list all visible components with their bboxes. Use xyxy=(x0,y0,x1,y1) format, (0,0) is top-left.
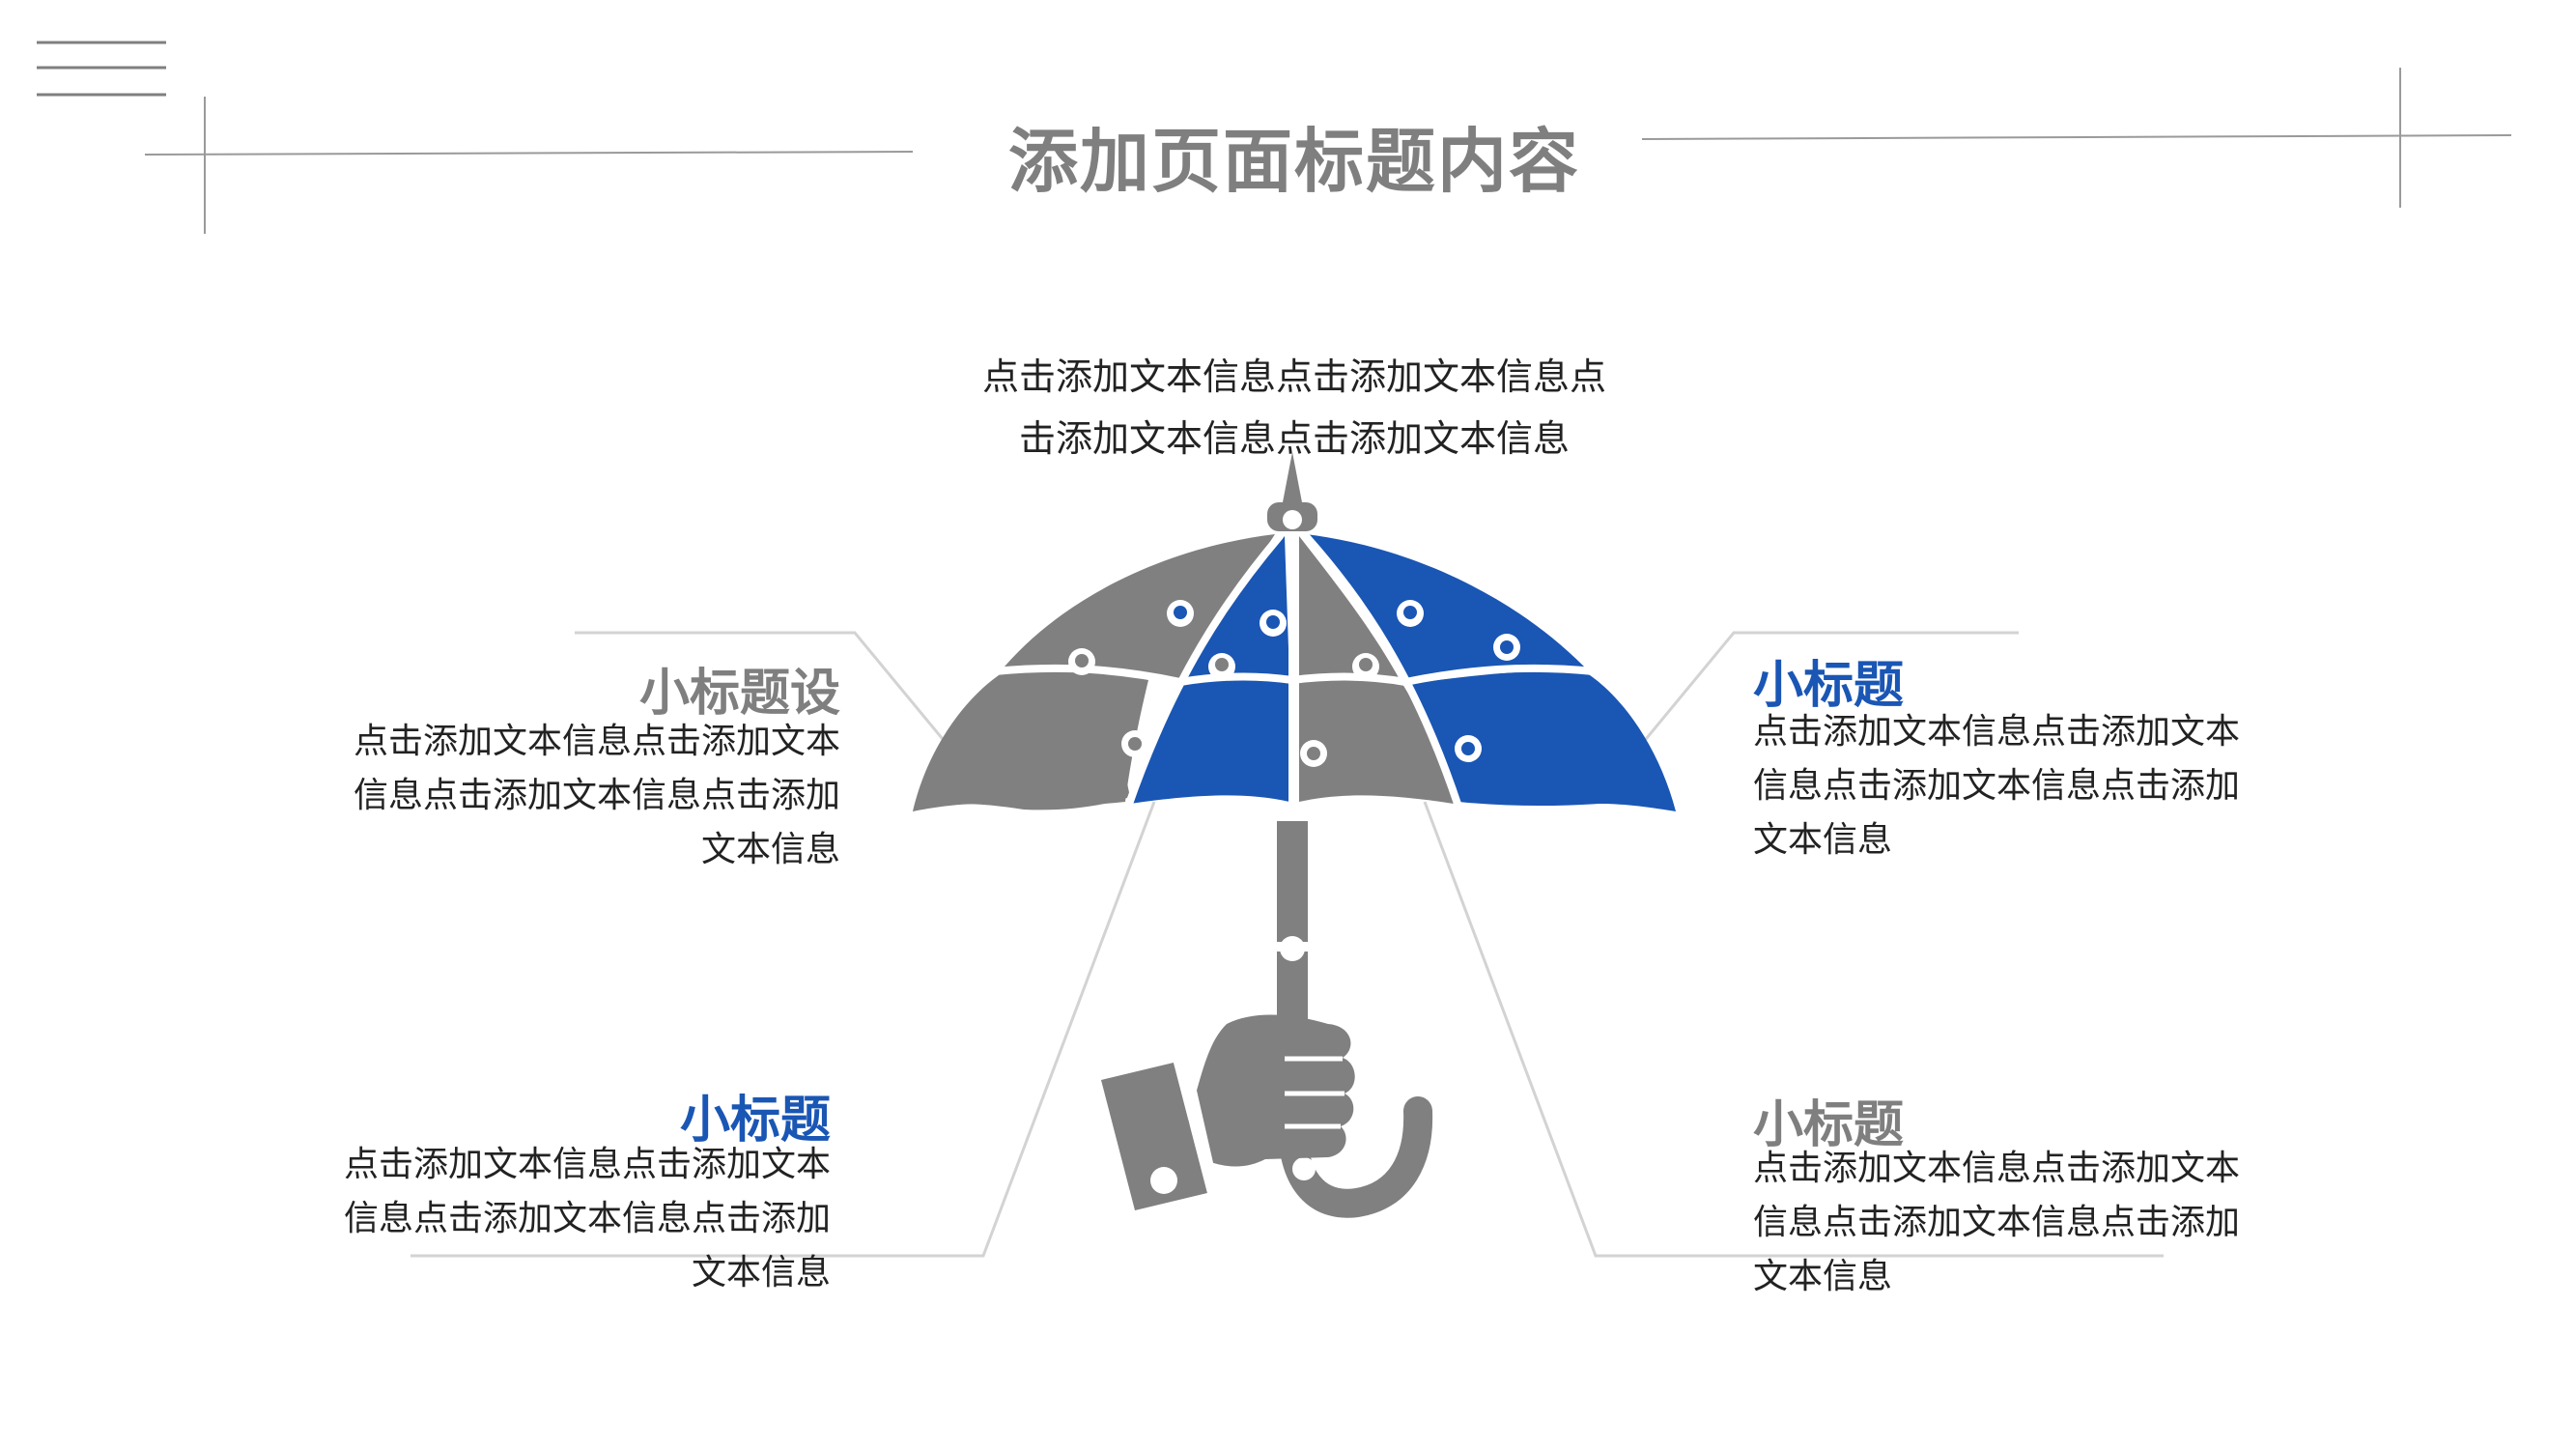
description-top-right-line-3: 文本信息 xyxy=(1753,820,1893,860)
leader-line-bottom-right xyxy=(1423,801,2164,1258)
description-top-right: 点击添加文本信息点击添加文本 信息点击添加文本信息点击添加 文本信息 xyxy=(1753,705,2294,867)
subtitle-top-right: 小标题 xyxy=(1753,657,1905,715)
leader-line-top-left xyxy=(575,631,948,745)
menu-lines-icon xyxy=(37,41,166,97)
description-bottom-right-line-3: 文本信息 xyxy=(1753,1257,1893,1296)
top-description-line-2: 击添加文本信息点击添加文本信息 xyxy=(1018,417,1570,460)
description-bottom-left-line-3: 文本信息 xyxy=(691,1253,831,1293)
description-bottom-right-line-2: 信息点击添加文本信息点击添加 xyxy=(1753,1203,2241,1242)
page-title: 添加页面标题内容 xyxy=(1007,121,1580,202)
description-top-left-line-2: 信息点击添加文本信息点击添加 xyxy=(353,776,840,815)
subtitle-top-left: 小标题设 xyxy=(638,665,840,723)
leader-line-bottom-left xyxy=(410,801,1156,1258)
subtitle-bottom-right: 小标题 xyxy=(1753,1096,1905,1154)
description-bottom-left-line-2: 信息点击添加文本信息点击添加 xyxy=(343,1199,831,1238)
puzzle-umbrella-with-hand-icon xyxy=(913,452,1676,1218)
description-top-right-line-2: 信息点击添加文本信息点击添加 xyxy=(1753,766,2241,806)
description-top-left-line-1: 点击添加文本信息点击添加文本 xyxy=(353,722,840,761)
leader-line-top-right xyxy=(1640,631,2019,745)
description-bottom-right: 点击添加文本信息点击添加文本 信息点击添加文本信息点击添加 文本信息 xyxy=(1753,1142,2294,1304)
description-bottom-right-line-1: 点击添加文本信息点击添加文本 xyxy=(1753,1149,2241,1188)
top-description: 点击添加文本信息点击添加文本信息点 击添加文本信息点击添加文本信息 xyxy=(898,346,1690,469)
frame-line-right xyxy=(1641,134,2512,140)
description-top-right-line-1: 点击添加文本信息点击添加文本 xyxy=(1753,712,2241,752)
description-bottom-left: 点击添加文本信息点击添加文本 信息点击添加文本信息点击添加 文本信息 xyxy=(290,1138,831,1300)
description-top-left-line-3: 文本信息 xyxy=(700,830,840,869)
top-description-line-1: 点击添加文本信息点击添加文本信息点 xyxy=(981,355,1606,398)
subtitle-bottom-left: 小标题 xyxy=(679,1092,831,1150)
description-top-left: 点击添加文本信息点击添加文本 信息点击添加文本信息点击添加 文本信息 xyxy=(299,715,840,877)
description-bottom-left-line-1: 点击添加文本信息点击添加文本 xyxy=(343,1145,831,1184)
frame-line-left xyxy=(144,151,914,156)
